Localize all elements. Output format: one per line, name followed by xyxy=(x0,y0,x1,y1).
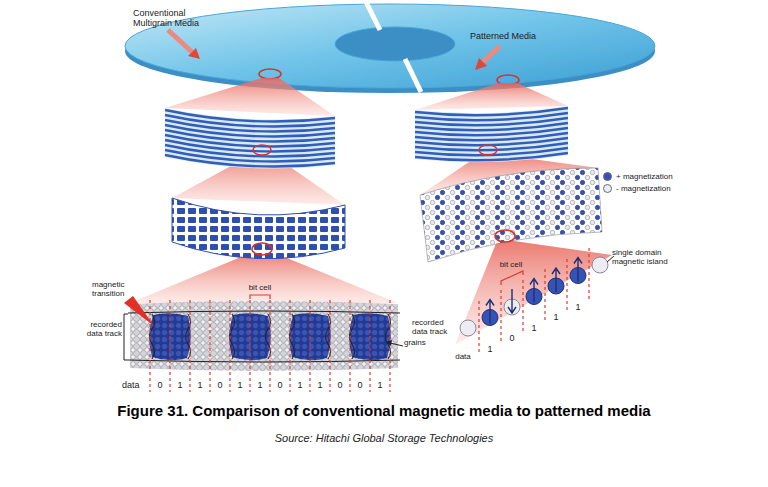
part-label: magnetic transition xyxy=(92,280,138,298)
legend-entry: - magnetization xyxy=(603,182,673,194)
legend-swatch xyxy=(603,172,612,181)
data-digit: 0 xyxy=(505,333,519,343)
part-label: bit cell xyxy=(240,283,280,292)
grains-leader xyxy=(390,343,403,346)
data-digit: 1 xyxy=(173,380,187,390)
legend-swatch xyxy=(603,184,612,193)
pointer-arrow xyxy=(168,30,192,52)
bit-cell-bracket xyxy=(501,271,523,285)
zoom-cone xyxy=(130,252,398,303)
row-label: data xyxy=(122,380,148,390)
data-digit: 1 xyxy=(233,380,247,390)
zoom-circle xyxy=(259,69,281,79)
bit-boundary xyxy=(150,300,390,392)
disk-split xyxy=(366,2,421,92)
disk-platter xyxy=(125,4,655,88)
media-title: Conventional Multigrain Media xyxy=(133,8,213,29)
data-digit: 1 xyxy=(253,380,267,390)
media-title: Patterned Media xyxy=(470,31,560,41)
track-boundary xyxy=(128,311,400,362)
pointer-arrow-head xyxy=(188,48,200,59)
row-label: data xyxy=(448,352,478,361)
part-label: bit cell xyxy=(496,260,526,269)
zoom-circle xyxy=(252,243,272,255)
data-digit: 1 xyxy=(313,380,327,390)
pointer-arrow xyxy=(483,46,500,62)
legend-text: - magnetization xyxy=(616,184,671,193)
data-tracks xyxy=(415,108,568,160)
magnetization-arrow xyxy=(486,258,582,324)
data-digit: 1 xyxy=(571,302,585,312)
source-note: Source: Hitachi Global Storage Technolog… xyxy=(0,432,768,445)
zoom-cone xyxy=(415,83,568,110)
track-bracket xyxy=(124,314,128,360)
legend: + magnetization - magnetization xyxy=(603,170,673,194)
data-digit: 0 xyxy=(333,380,347,390)
island-array xyxy=(420,168,602,262)
data-digit: 1 xyxy=(527,323,541,333)
legend-text: + magnetization xyxy=(616,172,673,181)
bit-cell-bracket xyxy=(250,295,270,299)
transition-arrow xyxy=(124,296,154,326)
data-digit: 0 xyxy=(273,380,287,390)
legend-entry: + magnetization xyxy=(603,170,673,182)
data-digit: 1 xyxy=(549,312,563,322)
part-label: recorded data track xyxy=(78,320,122,338)
data-digit: 0 xyxy=(213,380,227,390)
track-sector xyxy=(415,106,568,162)
data-tracks xyxy=(165,110,335,167)
data-digit: 1 xyxy=(293,380,307,390)
zoom-circle xyxy=(479,145,497,155)
grains-leader-head xyxy=(386,340,392,346)
pointer-arrow-head xyxy=(475,58,487,70)
multigrain-bits xyxy=(172,198,345,259)
magnetic-island xyxy=(592,257,608,273)
track-sector xyxy=(165,108,335,169)
part-label: grains xyxy=(404,338,444,347)
data-digit: 0 xyxy=(153,380,167,390)
magnetic-island xyxy=(460,320,476,336)
data-digit: 1 xyxy=(373,380,387,390)
zoom-circle xyxy=(253,145,271,155)
data-digit: 1 xyxy=(193,380,207,390)
bit-boundary xyxy=(479,248,589,355)
part-label: single domain magnetic island xyxy=(612,248,682,266)
data-digit: 1 xyxy=(483,344,497,354)
data-digit: 0 xyxy=(353,380,367,390)
zoom-cone xyxy=(165,78,335,116)
part-label: recorded data track xyxy=(412,318,458,336)
zoom-circle xyxy=(495,230,515,242)
figure-caption: Figure 31. Comparison of conventional ma… xyxy=(0,402,768,419)
